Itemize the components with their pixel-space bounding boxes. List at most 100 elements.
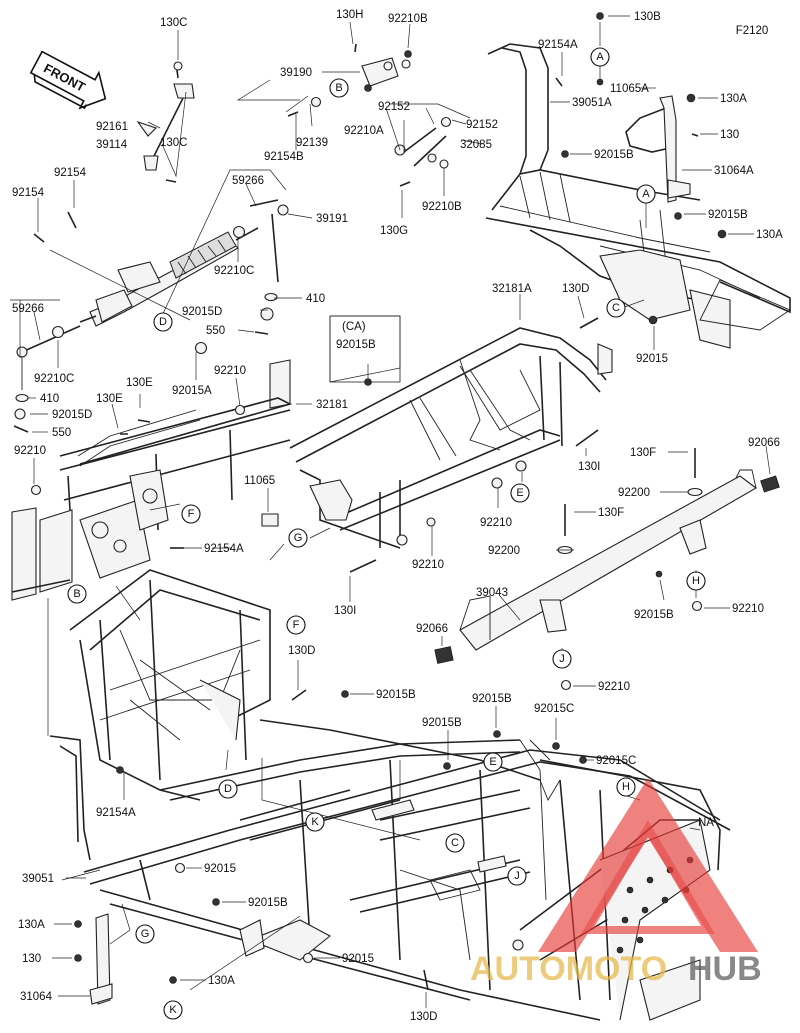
front-arrow: FRONT [29,50,107,110]
part-number-label: 92015B [634,609,674,621]
part-number-label: 130H [336,9,364,21]
part-number-label: 92210 [480,517,512,529]
part-number-label: 39051 [22,873,54,885]
ref-marker: B [329,78,349,98]
part-number-label: 130 [22,953,41,965]
svg-text:K: K [311,816,319,828]
part-number-label: 92154B [264,151,304,163]
ref-marker: K [163,1000,183,1020]
svg-text:F: F [293,619,300,631]
ca-bracket-box [329,315,401,383]
part-number-label: 92210 [214,365,246,377]
part-number-label: 130F [598,507,624,519]
part-number-label: 92210 [598,681,630,693]
ref-marker: C [606,298,626,318]
part-number-label: 92154A [96,807,136,819]
part-number-label: 92200 [618,487,650,499]
ref-marker: G [135,924,155,944]
part-number-label: 130D [288,645,316,657]
part-number-label: 92210 [14,445,46,457]
part-number-label: 92154 [12,187,45,199]
ref-marker: A [590,47,610,67]
mount-39043 [434,448,780,691]
svg-text:A: A [642,188,650,200]
part-number-label: 130D [562,283,590,295]
part-number-label: 92015B [594,149,634,161]
part-number-label: 92139 [296,137,328,149]
svg-text:F: F [188,508,195,520]
svg-text:H: H [692,575,700,587]
part-number-label: 92015B [376,689,416,701]
part-number-label: 130E [96,393,123,405]
svg-text:J: J [559,653,565,665]
part-number-label: 92152 [378,101,410,113]
ref-marker: D [153,312,173,332]
svg-text:C: C [451,837,459,849]
svg-text:B: B [73,588,80,600]
part-number-label: 130A [720,93,747,105]
part-number-label: 92210 [412,559,444,571]
ref-marker: G [288,528,308,548]
part-number-label: 92015B [472,693,512,705]
part-number-label: 92066 [416,623,448,635]
part-number-label: 92210B [388,13,428,25]
ref-marker: B [67,584,87,604]
part-number-label: 32181 [316,399,348,411]
part-number-label: 130E [126,377,153,389]
ref-marker: H [616,777,636,797]
part-number-label: 92015C [596,755,636,767]
part-number-label: 92200 [488,545,520,557]
part-number-label: (CA) [342,321,366,333]
part-number-label: 92210 [732,603,764,615]
ref-marker: J [507,866,527,886]
part-number-label: 32181A [492,283,532,295]
part-number-label: 130F [630,447,656,459]
watermark-text-b: HUB [688,950,762,988]
ref-marker: K [305,812,325,832]
svg-text:G: G [294,532,303,544]
svg-text:D: D [159,316,167,328]
ref-marker: F [181,504,201,524]
part-number-label: 31064 [20,991,53,1003]
ref-marker: A [636,184,656,204]
part-number-label: 130I [578,461,600,473]
part-number-label: 130 [720,129,739,141]
frame-32181a [261,327,613,573]
svg-text:G: G [141,928,150,940]
part-number-label: 130C [160,137,188,149]
svg-text:B: B [335,82,342,94]
part-number-label: 92210B [422,201,462,213]
part-number-label: 92152 [466,119,498,131]
part-number-label: 130C [160,17,188,29]
rear-rack-assembly [485,12,791,349]
svg-text:K: K [169,1004,177,1016]
part-number-label: 92210C [214,265,254,277]
watermark-logo: AUTOMOTO HUB [470,778,762,988]
part-number-label: 39114 [96,139,128,151]
part-number-label: 92161 [96,121,128,133]
part-number-label: 92015A [172,385,212,397]
ref-marker: C [445,833,465,853]
ref-marker: H [686,571,706,591]
part-number-label: 92154A [204,543,244,555]
ref-marker: E [483,752,503,772]
svg-text:E: E [516,487,523,499]
ref-marker: J [552,649,572,669]
part-number-label: 92015B [422,717,462,729]
part-number-label: 92015 [204,863,236,875]
svg-text:J: J [514,870,520,882]
part-number-label: 130D [410,1011,438,1023]
steering-assembly [13,43,452,433]
part-number-label: 39051A [572,97,612,109]
part-number-label: 92015C [534,703,574,715]
part-number-label: 92210A [344,125,384,137]
part-number-label: 130G [380,225,408,237]
part-number-label: 92015 [636,353,668,365]
part-number-label: NA [698,817,714,829]
svg-text:D: D [224,783,232,795]
part-number-label: 92066 [748,437,780,449]
part-number-label: 11065 [244,475,275,487]
ref-marker: E [510,483,530,503]
